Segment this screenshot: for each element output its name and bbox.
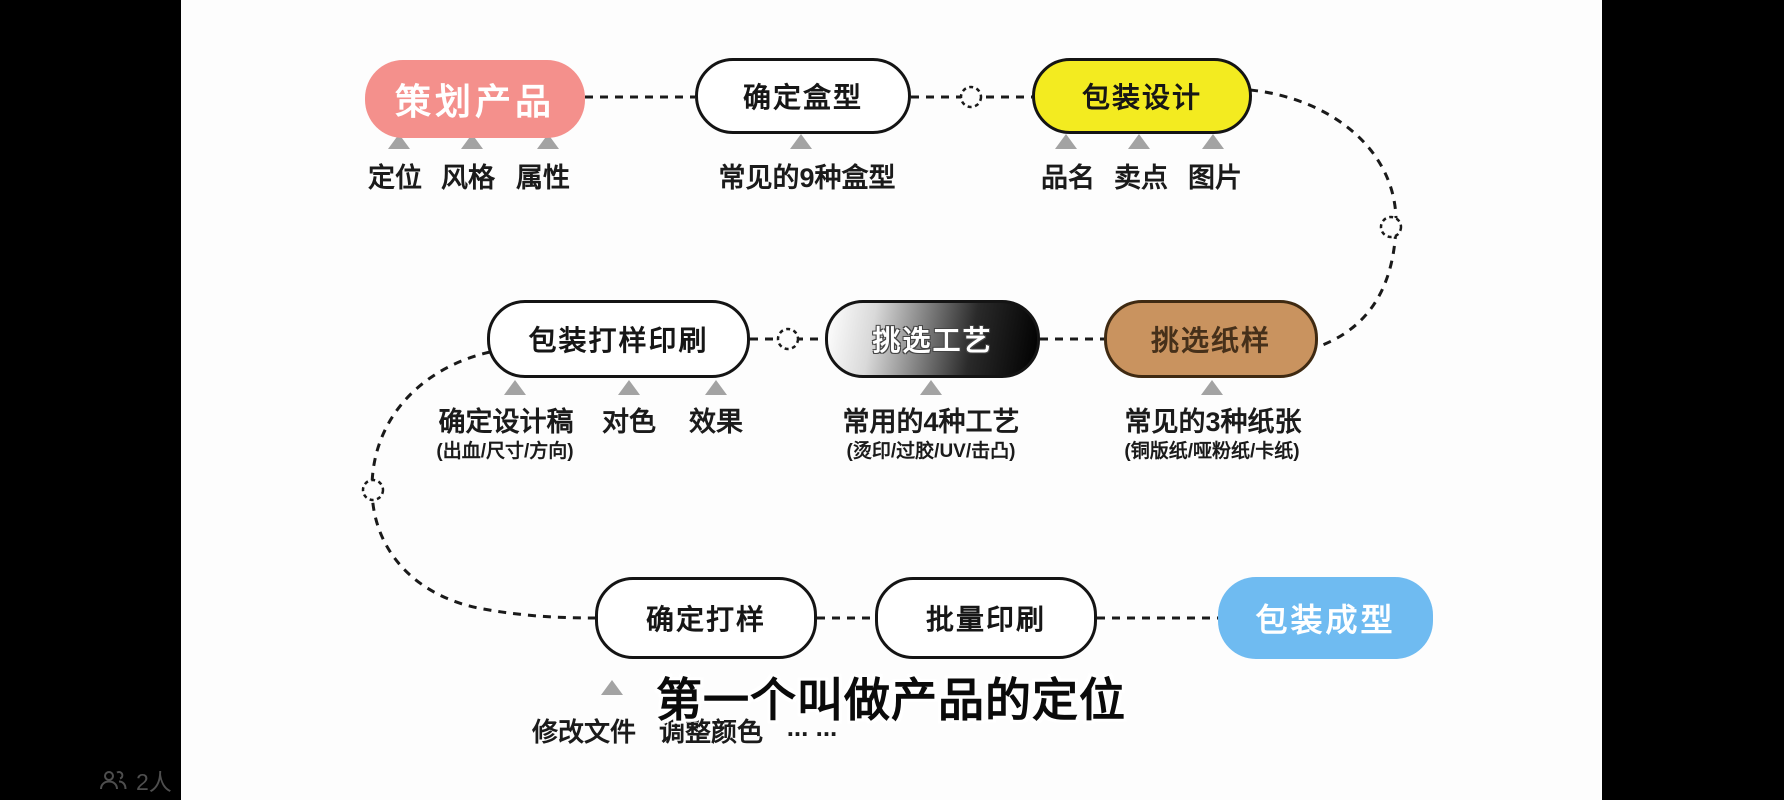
node-package-design: 包装设计: [1032, 58, 1252, 134]
node-plan-product: 策划产品: [365, 60, 585, 138]
triangle-icon: [601, 680, 623, 695]
note-box-types: 常见的9种盒型: [718, 163, 896, 193]
node-box-type: 确定盒型: [695, 58, 911, 134]
tag-modify-file: 修改文件: [531, 717, 637, 747]
node-select-craft-label: 挑选工艺: [872, 325, 993, 356]
note-artwork-details: (出血/尺寸/方向): [436, 441, 574, 462]
connector-proofprint-to-confirm-arc: [370, 350, 596, 620]
node-select-paper-label: 挑选纸样: [1150, 325, 1271, 356]
viewer-count-label: 2人: [136, 769, 172, 795]
tag-attribute: 属性: [516, 163, 570, 193]
tag-color-match: 对色: [602, 407, 656, 437]
junction-circle: [959, 85, 983, 109]
node-confirm-proof: 确定打样: [595, 577, 817, 659]
node-plan-product-label: 策划产品: [394, 81, 555, 122]
tag-selling-point: 卖点: [1114, 163, 1168, 193]
video-subtitle: 第一个叫做产品的定位: [656, 674, 1126, 726]
junction-circle: [361, 478, 385, 502]
triangle-icon: [790, 134, 812, 149]
tag-adjust-color: 调整颜色: [658, 717, 764, 747]
triangle-icon: [1055, 134, 1077, 149]
connector-design-to-paper-arc: [1249, 88, 1398, 348]
node-select-craft: 挑选工艺: [825, 300, 1040, 378]
junction-circle: [776, 327, 800, 351]
node-box-type-label: 确定盒型: [742, 82, 863, 113]
tag-ellipsis: ... ...: [786, 712, 838, 742]
triangle-icon: [1128, 134, 1150, 149]
tag-style: 风格: [441, 163, 495, 193]
triangle-icon: [388, 134, 410, 149]
triangle-icon: [920, 380, 942, 395]
pointer-triangles: [388, 134, 1224, 695]
node-proof-print-label: 包装打样印刷: [528, 325, 709, 356]
note-paper-examples: (铜版纸/哑粉纸/卡纸): [1124, 441, 1300, 462]
tag-effect: 效果: [689, 407, 743, 437]
note-craft-examples: (烫印/过胶/UV/击凸): [846, 441, 1016, 462]
note-craft-types: 常用的4种工艺: [842, 407, 1020, 437]
tag-image: 图片: [1188, 163, 1242, 193]
tag-confirm-artwork: 确定设计稿: [438, 407, 574, 437]
node-package-done: 包装成型: [1218, 577, 1433, 659]
node-batch-print-label: 批量印刷: [925, 604, 1046, 635]
junction-circle: [1379, 215, 1403, 239]
node-package-done-label: 包装成型: [1255, 602, 1396, 638]
triangle-icon: [1202, 134, 1224, 149]
tag-product-name: 品名: [1041, 163, 1095, 193]
triangle-icon: [461, 134, 483, 149]
node-proof-print: 包装打样印刷: [487, 300, 750, 378]
triangle-icon: [537, 134, 559, 149]
node-confirm-proof-label: 确定打样: [645, 604, 766, 635]
viewer-count: 2人: [98, 763, 172, 797]
node-batch-print: 批量印刷: [875, 577, 1097, 659]
triangle-icon: [504, 380, 526, 395]
tag-positioning: 定位: [368, 163, 422, 193]
triangle-icon: [618, 380, 640, 395]
node-select-paper: 挑选纸样: [1104, 300, 1318, 378]
node-package-design-label: 包装设计: [1081, 82, 1202, 113]
note-paper-types: 常见的3种纸张: [1124, 407, 1302, 437]
triangle-icon: [705, 380, 727, 395]
triangle-icon: [1201, 380, 1223, 395]
people-icon: [100, 771, 127, 790]
